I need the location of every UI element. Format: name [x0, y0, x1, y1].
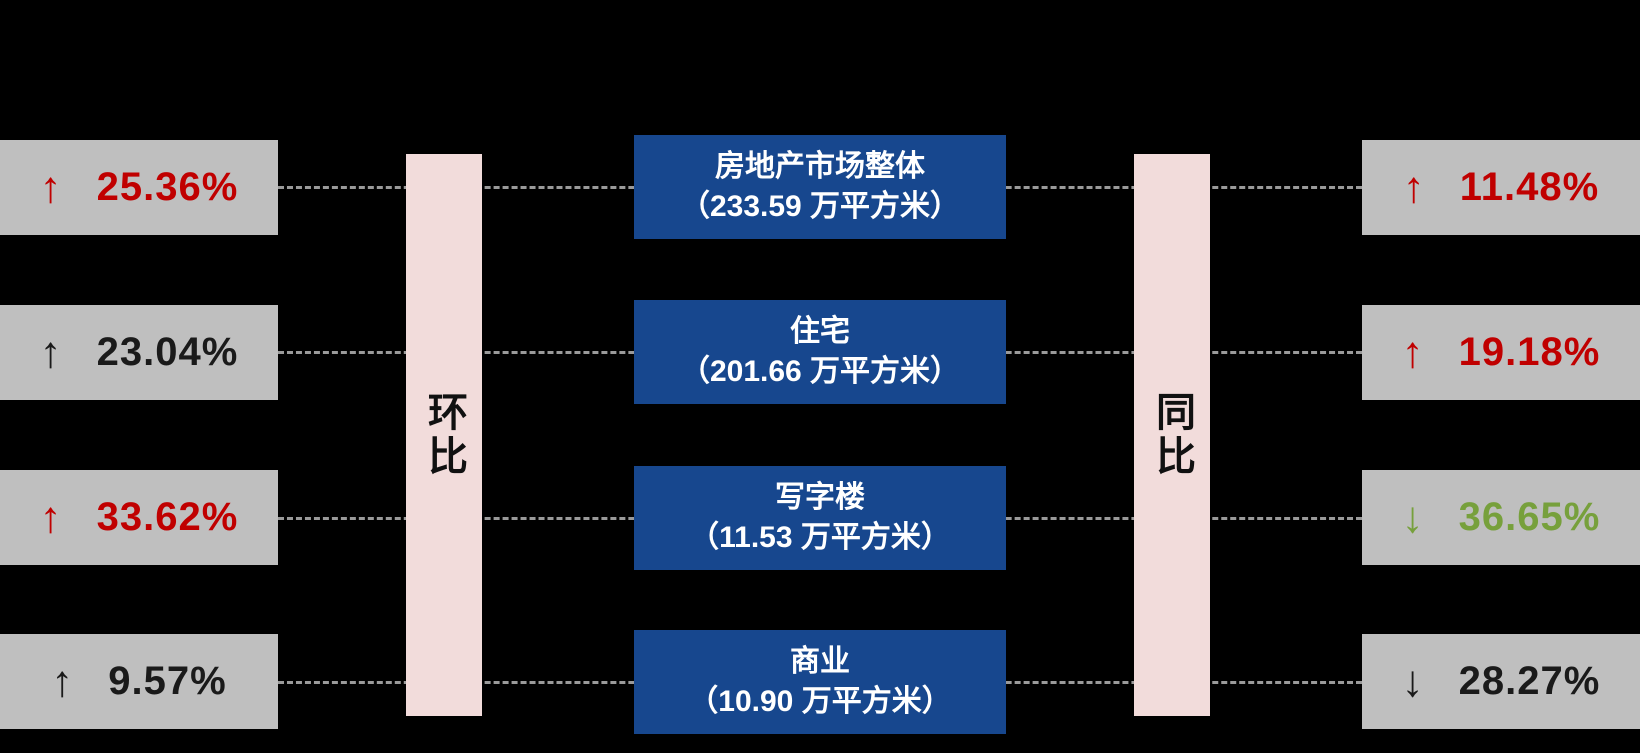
category-name: 写字楼 — [775, 480, 865, 514]
mom-change-box-row3: ↑ 33.62% — [0, 470, 278, 565]
trend-down-arrow-icon: ↓ — [1401, 656, 1425, 706]
yoy-change-box-row2: ↑ 19.18% — [1362, 305, 1640, 400]
yoy-axis-bar: 同比 — [1134, 154, 1210, 716]
category-area: （10.90 万平方米） — [688, 685, 952, 718]
trend-up-arrow-icon: ↑ — [51, 656, 75, 706]
mom-axis-bar: 环比 — [406, 154, 482, 716]
yoy-change-box-row3: ↓ 36.65% — [1362, 470, 1640, 565]
mom-axis-label: 环比 — [422, 391, 466, 479]
trend-up-arrow-icon: ↑ — [39, 162, 63, 212]
trend-up-arrow-icon: ↑ — [1401, 327, 1425, 377]
mom-change-value: 33.62% — [96, 495, 239, 539]
category-area: （201.66 万平方米） — [679, 355, 961, 388]
yoy-axis-label: 同比 — [1150, 391, 1194, 479]
yoy-change-value: 28.27% — [1458, 659, 1601, 703]
mom-change-box-row4: ↑ 9.57% — [0, 634, 278, 729]
category-box-commercial: 商业 （10.90 万平方米） — [634, 630, 1006, 734]
category-area: （11.53 万平方米） — [689, 521, 951, 554]
yoy-change-value: 36.65% — [1458, 495, 1601, 539]
category-name: 房地产市场整体 — [715, 149, 925, 183]
trend-up-arrow-icon: ↑ — [39, 492, 63, 542]
category-box-residential: 住宅 （201.66 万平方米） — [634, 300, 1006, 404]
yoy-change-box-row4: ↓ 28.27% — [1362, 634, 1640, 729]
mom-change-value: 23.04% — [96, 330, 239, 374]
category-area: （233.59 万平方米） — [679, 190, 961, 223]
yoy-change-value: 19.18% — [1458, 330, 1601, 374]
mom-change-value: 25.36% — [96, 165, 239, 209]
yoy-change-box-row1: ↑ 11.48% — [1362, 140, 1640, 235]
trend-up-arrow-icon: ↑ — [39, 327, 63, 377]
category-box-overall: 房地产市场整体 （233.59 万平方米） — [634, 135, 1006, 239]
trend-down-arrow-icon: ↓ — [1401, 492, 1425, 542]
trend-up-arrow-icon: ↑ — [1402, 162, 1426, 212]
yoy-change-value: 11.48% — [1459, 165, 1600, 209]
category-name: 商业 — [790, 644, 850, 678]
mom-change-value: 9.57% — [108, 659, 227, 703]
mom-change-box-row1: ↑ 25.36% — [0, 140, 278, 235]
mom-change-box-row2: ↑ 23.04% — [0, 305, 278, 400]
category-box-office: 写字楼 （11.53 万平方米） — [634, 466, 1006, 570]
category-name: 住宅 — [790, 314, 850, 348]
